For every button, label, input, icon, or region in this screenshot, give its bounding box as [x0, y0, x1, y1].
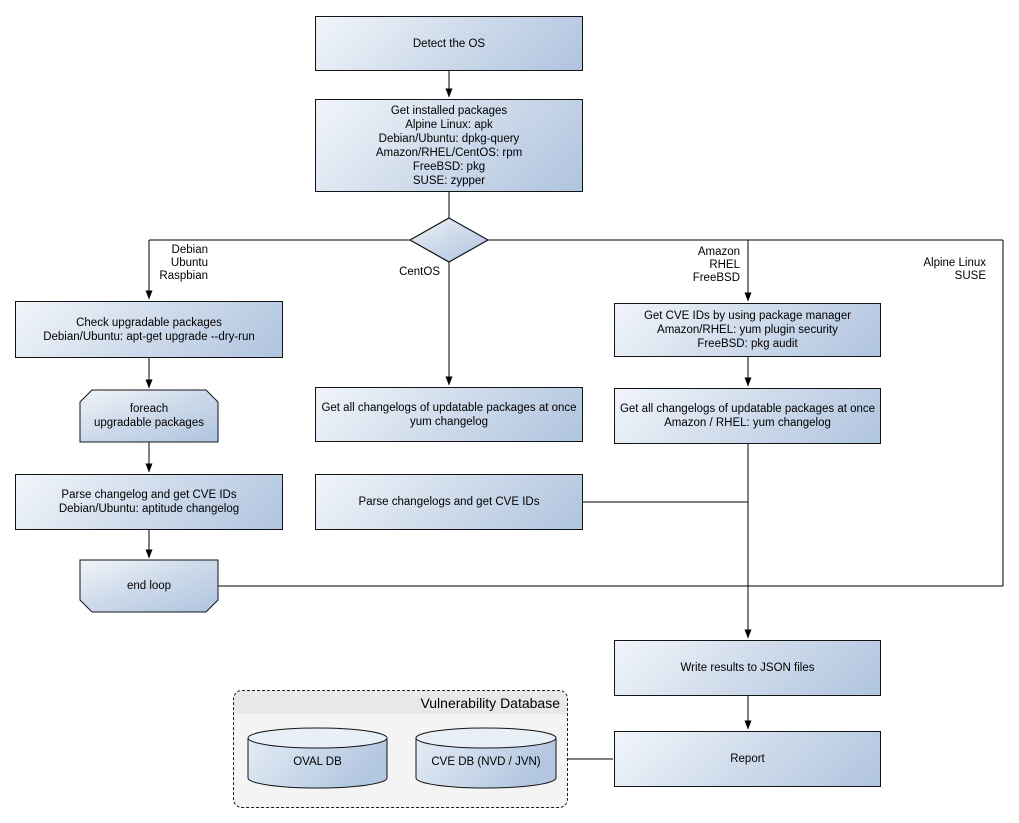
- cylinder-label-oval-db: OVAL DB: [293, 756, 342, 768]
- node-get-changelogs-amazon-rhel: Get all changelogs of updatable packages…: [614, 388, 881, 444]
- branch-label-alpine-suse: Alpine Linux SUSE: [923, 257, 986, 282]
- node-foreach-loop-label: foreach upgradable packages: [94, 403, 204, 429]
- cylinder-label-cve-db: CVE DB (NVD / JVN): [431, 756, 541, 768]
- node-parse-changelogs-centos: Parse changelogs and get CVE IDs: [315, 474, 583, 530]
- branch-label-centos: CentOS: [399, 266, 440, 278]
- node-parse-changelog-debian: Parse changelog and get CVE IDs Debian/U…: [15, 474, 283, 530]
- node-get-cve-ids-package-manager: Get CVE IDs by using package manager Ama…: [614, 303, 881, 357]
- node-report: Report: [614, 731, 881, 787]
- branch-label-debian-ubuntu-raspbian: Debian Ubuntu Raspbian: [159, 244, 208, 282]
- node-check-upgradable-packages: Check upgradable packages Debian/Ubuntu:…: [15, 301, 283, 358]
- os-decision-diamond: [408, 217, 490, 263]
- node-end-loop-label: end loop: [126, 580, 172, 592]
- node-get-changelogs-centos: Get all changelogs of updatable packages…: [315, 387, 583, 442]
- node-detect-os: Detect the OS: [315, 16, 583, 71]
- vulnerability-database-title: Vulnerability Database: [420, 694, 560, 711]
- node-write-results-json: Write results to JSON files: [614, 640, 881, 696]
- vulnerability-database-header: Vulnerability Database: [234, 691, 567, 714]
- branch-label-amazon-rhel-freebsd: Amazon RHEL FreeBSD: [692, 246, 740, 284]
- node-get-installed-packages: Get installed packages Alpine Linux: apk…: [315, 99, 583, 192]
